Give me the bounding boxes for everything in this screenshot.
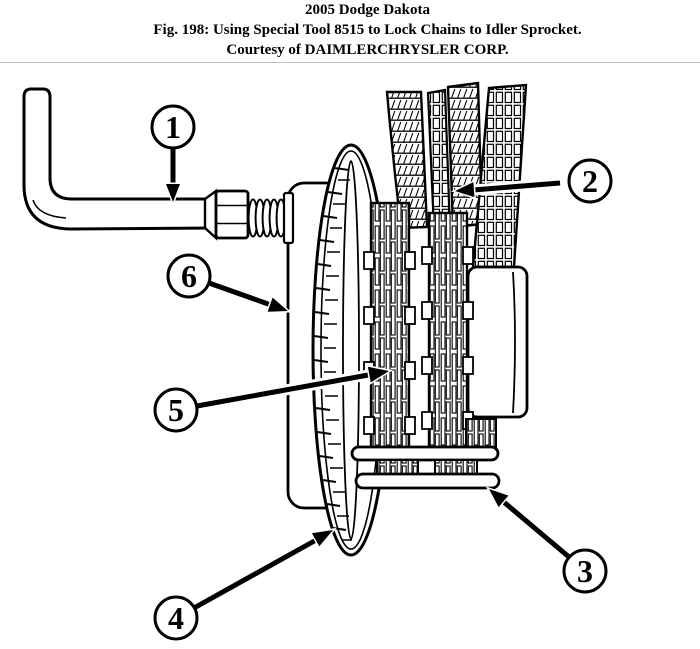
chain-band-4 xyxy=(471,83,528,269)
callout-3: 3 xyxy=(485,486,608,594)
callout-6-label: 6 xyxy=(181,258,197,294)
callout-1-badge xyxy=(150,104,196,150)
chain-column-1 xyxy=(369,201,411,452)
callout-1-label: 1 xyxy=(165,109,181,145)
figure-header: 2005 Dodge Dakota Fig. 198: Using Specia… xyxy=(35,0,700,60)
callout-6-badge xyxy=(166,253,212,299)
sprocket-teeth xyxy=(313,167,350,531)
threaded-shaft xyxy=(247,191,295,245)
callout-1: 1 xyxy=(150,104,196,207)
timing-chains-on-sprocket xyxy=(363,201,497,452)
callout-4: 4 xyxy=(153,527,337,641)
lock-pin-upper xyxy=(350,445,500,462)
callout-4-badge xyxy=(153,595,199,641)
special-tool-8515-pins xyxy=(350,445,501,490)
courtesy-line: Courtesy of DAIMLERCHRYSLER CORP. xyxy=(226,42,509,58)
header-divider xyxy=(0,62,700,63)
callout-4-label: 4 xyxy=(168,600,184,636)
lock-pin-lower xyxy=(354,472,501,490)
chain-stub-right xyxy=(465,418,497,449)
figure-caption: Fig. 198: Using Special Tool 8515 to Loc… xyxy=(153,22,582,38)
hex-nut xyxy=(214,189,250,240)
chain-band-2 xyxy=(426,88,452,232)
chain-guide-block xyxy=(466,265,529,419)
callout-5-badge xyxy=(153,387,199,433)
chain-band-1 xyxy=(385,90,429,230)
sprocket-face-marks xyxy=(324,179,352,541)
callout-2-arrowhead xyxy=(450,179,477,200)
callout-6: 6 xyxy=(166,253,292,314)
callout-5: 5 xyxy=(153,364,393,433)
callout-3-label: 3 xyxy=(577,553,593,589)
callout-1-arrowhead xyxy=(163,182,183,207)
callout-4-arrowhead xyxy=(309,527,337,549)
special-tool-8515-handle xyxy=(22,87,295,245)
callout-6-arrowhead xyxy=(265,295,292,314)
callout-2: 2 xyxy=(450,158,613,204)
callout-3-badge xyxy=(562,548,608,594)
vehicle-title: 2005 Dodge Dakota xyxy=(304,2,430,18)
callout-2-label: 2 xyxy=(582,163,598,199)
chain-column-2 xyxy=(427,211,469,452)
chain-band-3 xyxy=(446,81,484,229)
l-handle xyxy=(22,87,218,231)
callout-3-arrowhead xyxy=(485,486,511,510)
callout-5-label: 5 xyxy=(168,392,184,428)
callout-5-arrowhead xyxy=(366,364,393,385)
callout-2-badge xyxy=(567,158,613,204)
